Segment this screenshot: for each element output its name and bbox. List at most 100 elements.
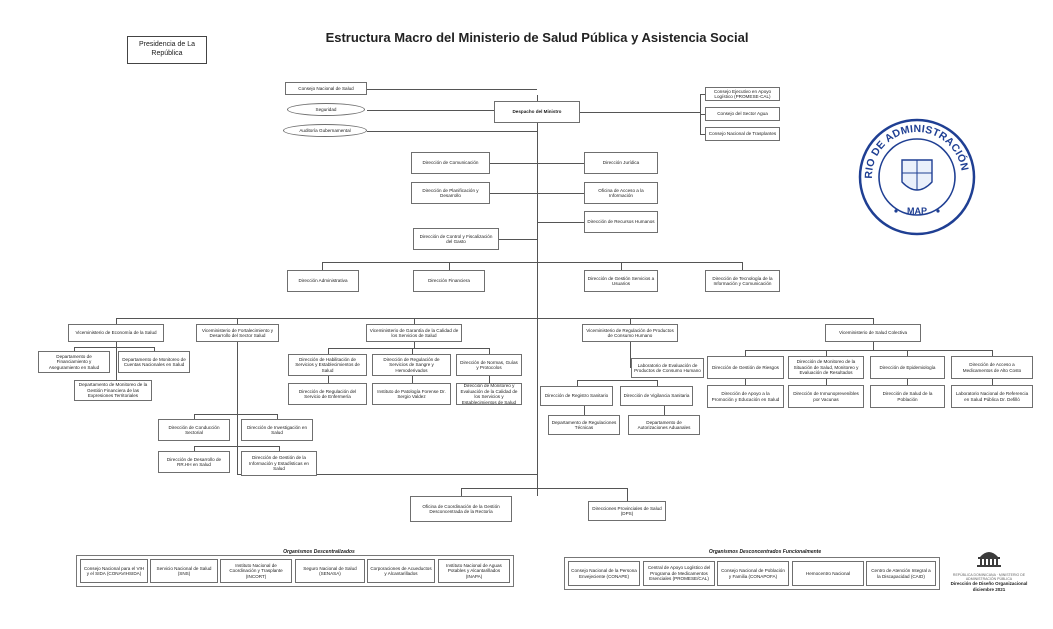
connector-line	[367, 110, 494, 111]
org-unit-oficina-coordinacion: Oficina de Coordinación de la Gestión De…	[410, 496, 512, 522]
org-unit-dep-autorizaciones: Departamento de Autorizaciones Aduanales	[628, 415, 700, 435]
org-unit-dep-financiamiento: Departamento de Financiamiento y Asegura…	[38, 351, 110, 373]
connector-line	[449, 262, 450, 270]
org-unit-corporaciones: Corporaciones de Acueductos y Alcantaril…	[367, 559, 435, 583]
org-unit-label: Dirección de Monitoreo de la Situación d…	[793, 359, 859, 376]
org-unit-caid: Centro de Atención Integral a la Discapa…	[866, 561, 936, 586]
connector-line	[700, 114, 705, 115]
connector-line	[537, 488, 627, 489]
connector-line	[237, 342, 238, 474]
connector-line	[367, 131, 537, 132]
org-unit-comunicacion: Dirección de Comunicación	[411, 152, 490, 174]
org-unit-epidemiologia: Dirección de Epidemiología	[870, 356, 945, 379]
org-unit-tecnologia: Dirección de Tecnología de la Informació…	[705, 270, 780, 292]
org-unit-vm-regulacion: Viceministerio de Regulación de Producto…	[582, 324, 678, 342]
org-unit-label: Departamento de Regulaciones Técnicas	[551, 419, 617, 431]
org-unit-label: Dirección de Epidemiología	[879, 364, 936, 370]
org-unit-hemocentro: Hemocentro Nacional	[792, 561, 864, 586]
connector-line	[745, 350, 746, 356]
connector-line	[277, 414, 278, 419]
connector-line	[630, 318, 631, 324]
connector-line	[584, 406, 585, 415]
org-unit-juridica: Dirección Jurídica	[584, 152, 658, 174]
footer-logo-sub: REPÚBLICA DOMINICANA · MINISTERIO DE ADM…	[952, 573, 1026, 582]
org-unit-label: Consejo Nacional para el VIH y el SIDA (…	[83, 565, 145, 577]
connector-line	[328, 376, 329, 383]
org-unit-label: Consejo Nacional de Población y Familia …	[721, 568, 785, 579]
connector-line	[194, 446, 195, 451]
presidencia-label: Presidencia de La República	[138, 41, 196, 57]
org-unit-promese: Central de Apoyo Logístico del Programa …	[643, 561, 715, 586]
org-unit-label: Dirección de Registro Sanitario	[544, 393, 609, 399]
connector-line	[116, 342, 117, 347]
building-icon	[977, 552, 1001, 567]
org-unit-label: Instituto Nacional de Coordinación y Tra…	[229, 562, 283, 579]
connector-line	[489, 376, 490, 383]
org-unit-label: Seguridad	[315, 106, 337, 112]
connector-line	[537, 193, 584, 194]
connector-line	[489, 348, 490, 354]
org-unit-consejo-agua: Consejo del Sector Agua	[705, 107, 780, 121]
connector-line	[907, 379, 908, 385]
org-unit-desarrollo-rrhh: Dirección de Desarrollo de RR.HH en Salu…	[158, 451, 230, 473]
org-unit-investigacion: Dirección de Investigación en Salud	[241, 419, 313, 441]
org-unit-label: Viceministerio de Economía de la Salud	[75, 330, 157, 336]
org-unit-consejos-apoyo: Consejo Ejecutivo en Apoyo Logístico (PR…	[705, 87, 780, 101]
connector-line	[461, 488, 537, 489]
connector-line	[74, 347, 154, 348]
org-unit-label: Dirección de Normas, Guías y Protocolos	[460, 359, 518, 371]
org-unit-label: Dirección de Planificación y Desarrollo	[422, 187, 479, 199]
connector-line	[154, 347, 155, 351]
org-unit-label: Dirección de Inmunoprevenibles por Vacun…	[793, 391, 859, 402]
org-unit-patologia: Instituto de Patología Forense Dr. Sergi…	[372, 383, 451, 405]
org-unit-label: Central de Apoyo Logístico del Programa …	[647, 565, 711, 582]
footer-block: REPÚBLICA DOMINICANA · MINISTERIO DE ADM…	[944, 546, 1034, 593]
connector-line	[279, 446, 280, 451]
org-unit-label: Dirección de Gestión Servicios a Usuario…	[587, 275, 655, 287]
connector-line	[367, 89, 537, 90]
org-unit-label: Auditoría Gubernamental	[299, 127, 351, 133]
org-unit-vm-economia: Viceministerio de Economía de la Salud	[68, 324, 164, 342]
org-unit-label: Consejo Nacional de Salud	[298, 85, 354, 91]
connector-line	[992, 350, 993, 356]
org-unit-label: Dirección de Salud de la Población	[882, 391, 933, 402]
org-unit-label: Dirección de Monitoreo y Evaluación de l…	[460, 383, 518, 405]
org-unit-inmunoprevenibles: Dirección de Inmunoprevenibles por Vacun…	[788, 385, 864, 408]
org-unit-label: Dirección de Tecnología de la Informació…	[712, 275, 773, 287]
org-unit-conapofa: Consejo Nacional de Población y Familia …	[717, 561, 789, 586]
connector-line	[826, 379, 827, 385]
org-unit-label: Departamento de Monitoreo de Cuentas Nac…	[122, 356, 186, 368]
connector-line	[700, 94, 705, 95]
org-unit-label: Departamento de Monitoreo de la Gestión …	[78, 382, 148, 399]
org-unit-label: Direcciones Provinciales de Salud (DPS)	[592, 505, 662, 517]
connector-line	[826, 350, 827, 356]
connector-line	[194, 414, 195, 419]
org-unit-administrativa: Dirección Administrativa	[287, 270, 359, 292]
org-unit-acceso-info: Oficina de Acceso a la Información	[584, 182, 658, 204]
connector-line	[537, 222, 584, 223]
org-unit-promocion: Dirección de Apoyo a la Promoción y Educ…	[707, 385, 784, 408]
org-unit-label: Viceministerio de Garantía de la Calidad…	[369, 327, 459, 339]
org-unit-label: Dirección de Conducción Sectorial	[168, 424, 220, 436]
connector-line	[237, 474, 537, 475]
org-unit-label: Dirección de Vigilancia Sanitaria	[623, 393, 690, 399]
org-unit-label: Departamento de Autorizaciones Aduanales	[637, 419, 691, 431]
org-unit-label: Dirección de Regulación del Servicio de …	[298, 388, 357, 400]
org-unit-habilitacion: Dirección de Habilitación de Servicios y…	[288, 354, 367, 376]
org-unit-consejo: Consejo Nacional de Salud	[285, 82, 367, 95]
org-unit-vm-fortalecimiento: Viceministerio de Fortalecimiento y Desa…	[196, 324, 279, 342]
org-unit-label: Laboratorio de Evaluación de Productos d…	[634, 362, 701, 374]
connector-line	[580, 112, 700, 113]
org-unit-provinciales: Direcciones Provinciales de Salud (DPS)	[588, 501, 666, 521]
connector-line	[322, 262, 323, 270]
org-unit-gestion-riesgos: Dirección de Gestión de Riesgos	[707, 356, 784, 379]
connector-line	[577, 380, 578, 386]
org-unit-label: Viceministerio de Regulación de Producto…	[586, 327, 674, 339]
org-unit-label: Seguro Nacional de Salud (SENASA)	[303, 565, 357, 577]
connector-line	[237, 318, 238, 324]
org-unit-label: Dirección de Gestión de Riesgos	[712, 364, 779, 370]
presidencia-box: Presidencia de La República	[127, 36, 207, 64]
org-unit-label: Dirección de Recursos Humanos	[587, 219, 655, 225]
org-unit-label: Dirección de Apoyo a la Promoción y Educ…	[711, 391, 780, 402]
descentralizados-label: Organismos Descentralizados	[283, 549, 355, 555]
